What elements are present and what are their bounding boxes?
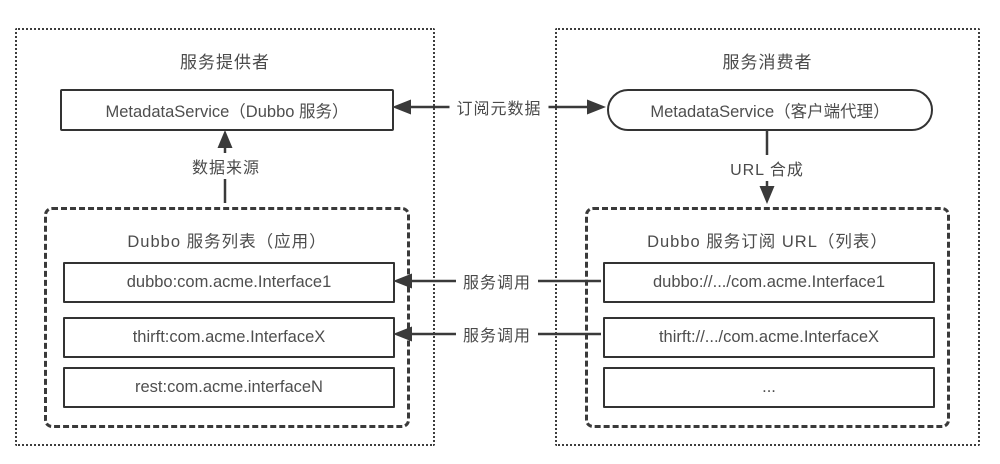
consumer-url-item-thirft: thirft://.../com.acme.InterfaceX: [603, 317, 935, 358]
service-invocation-label-2: 服务调用: [455, 321, 539, 347]
consumer-metadata-proxy-box: MetadataService（客户端代理）: [607, 89, 933, 131]
provider-service-item-dubbo: dubbo:com.acme.Interface1: [63, 262, 395, 303]
provider-service-item-rest: rest:com.acme.interfaceN: [63, 367, 395, 408]
data-source-label: 数据来源: [184, 153, 268, 179]
provider-service-list-box: Dubbo 服务列表（应用） dubbo:com.acme.Interface1…: [44, 207, 410, 428]
consumer-url-item-dubbo: dubbo://.../com.acme.Interface1: [603, 262, 935, 303]
service-invocation-label-1: 服务调用: [455, 268, 539, 294]
provider-container: 服务提供者 MetadataService（Dubbo 服务） Dubbo 服务…: [15, 28, 435, 446]
provider-title: 服务提供者: [180, 53, 270, 72]
consumer-container: 服务消费者 MetadataService（客户端代理） Dubbo 服务订阅 …: [555, 28, 980, 446]
url-synthesis-label: URL 合成: [723, 155, 811, 181]
subscribe-metadata-label: 订阅元数据: [449, 94, 549, 120]
consumer-subscription-list-title: Dubbo 服务订阅 URL（列表）: [647, 233, 888, 251]
consumer-subscription-list-box: Dubbo 服务订阅 URL（列表） dubbo://.../com.acme.…: [585, 207, 950, 428]
provider-metadata-service-box: MetadataService（Dubbo 服务）: [60, 89, 394, 131]
provider-service-item-thirft: thirft:com.acme.InterfaceX: [63, 317, 395, 358]
provider-service-list-title: Dubbo 服务列表（应用）: [127, 233, 327, 251]
consumer-title: 服务消费者: [722, 53, 813, 72]
consumer-url-item-ellipsis: ...: [603, 367, 935, 408]
